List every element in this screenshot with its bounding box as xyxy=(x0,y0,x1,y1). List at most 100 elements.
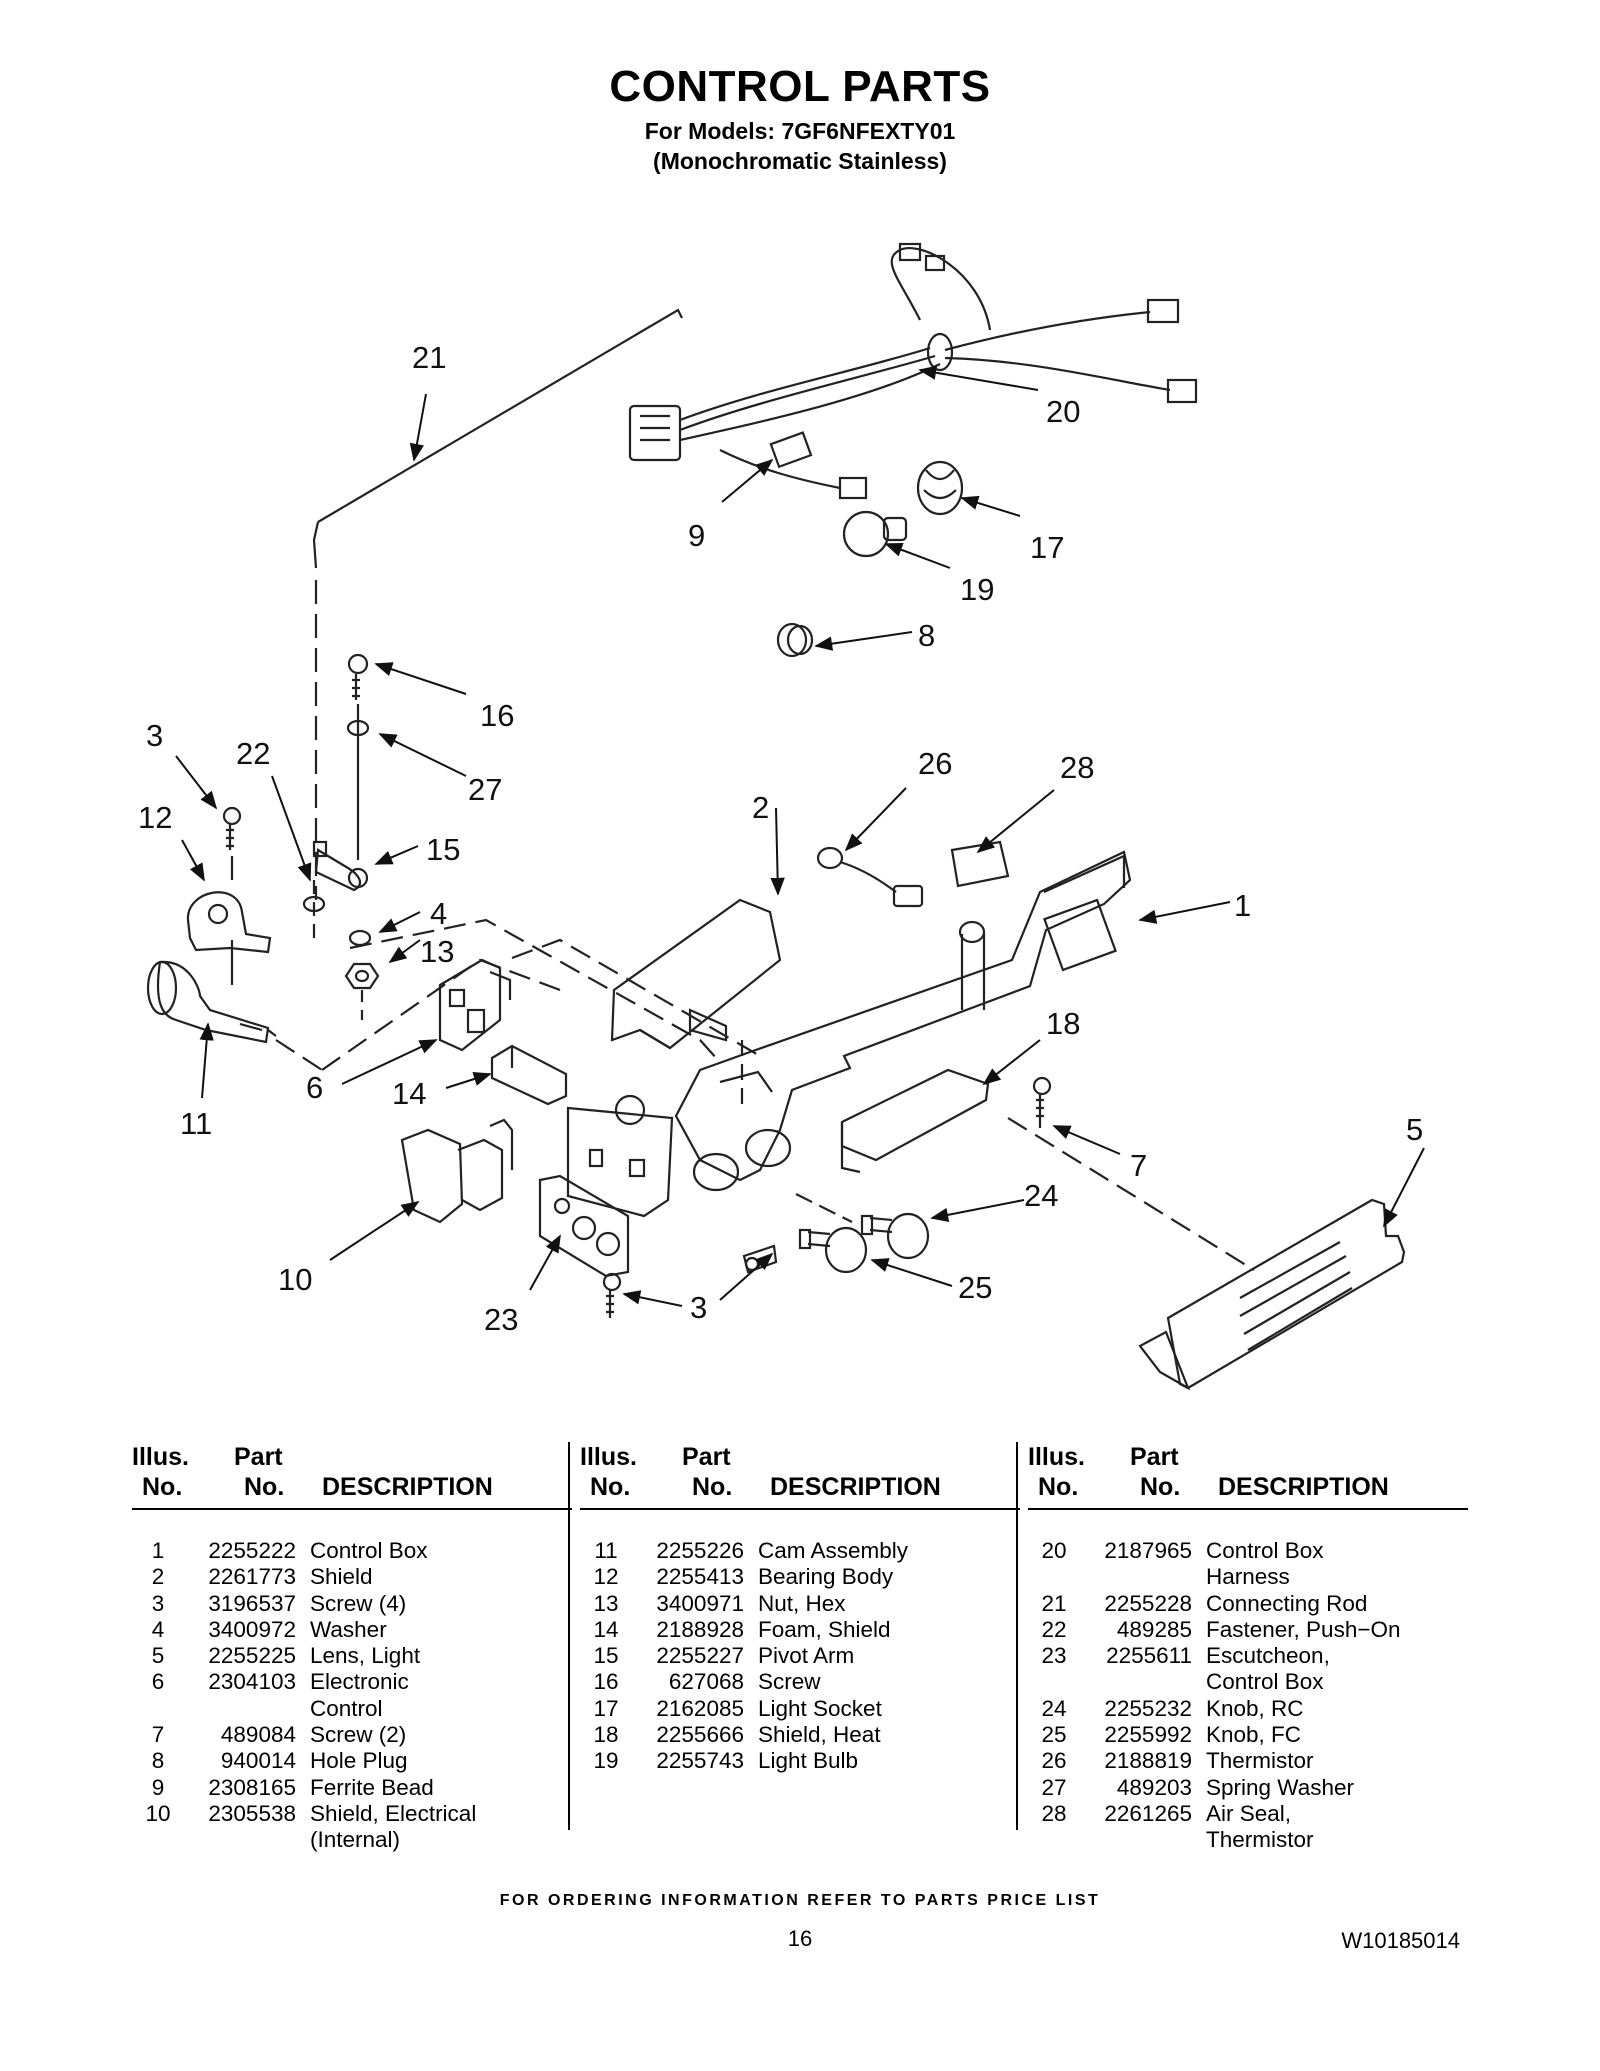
callout: 26 xyxy=(918,746,952,781)
knob-dashed-1 xyxy=(795,1193,853,1223)
callout: 20 xyxy=(1046,394,1080,429)
screw-3c-part xyxy=(742,1244,778,1274)
callout: 23 xyxy=(484,1302,518,1337)
table-header: Illus. No. Part No. DESCRIPTION xyxy=(580,1442,1020,1510)
callout: 13 xyxy=(420,934,454,969)
part-number: 489084 xyxy=(220,1722,296,1748)
part-description: Shield xyxy=(310,1564,373,1590)
part-description: (Internal) xyxy=(310,1827,401,1853)
callout: 10 xyxy=(278,1262,312,1297)
document-id: W10185014 xyxy=(1341,1928,1460,1953)
part-number: 2255666 xyxy=(656,1722,744,1748)
illus-number: 21 xyxy=(1041,1590,1067,1616)
part-description: Control Box xyxy=(1206,1669,1324,1695)
part-description: Screw (2) xyxy=(310,1722,407,1748)
column-divider xyxy=(568,1442,570,1830)
header-part-bottom: No. xyxy=(1140,1473,1181,1501)
table-header: Illus. No. Part No. DESCRIPTION xyxy=(132,1442,572,1510)
part-number: 3196537 xyxy=(208,1590,296,1616)
wire-harness-part xyxy=(628,242,1198,500)
callout: 25 xyxy=(958,1270,992,1305)
part-description: Knob, RC xyxy=(1206,1695,1304,1721)
part-number: 2261773 xyxy=(208,1564,296,1590)
ordering-note: FOR ORDERING INFORMATION REFER TO PARTS … xyxy=(499,1892,1101,1909)
part-description: Connecting Rod xyxy=(1206,1590,1368,1616)
part-description: Bearing Body xyxy=(758,1564,894,1590)
illus-number: 14 xyxy=(593,1616,619,1642)
hole-plug-part xyxy=(776,622,814,658)
part-number: 3400971 xyxy=(656,1590,744,1616)
part-description: Control xyxy=(310,1695,383,1721)
part-number: 2308165 xyxy=(208,1774,296,1800)
connecting-rod-part xyxy=(317,308,683,523)
illus-number: 13 xyxy=(593,1590,619,1616)
table-row: Control xyxy=(132,1696,572,1722)
control-outline-dashed-3 xyxy=(511,938,761,1057)
callout: 8 xyxy=(918,618,935,653)
header-description: DESCRIPTION xyxy=(322,1473,493,1501)
header-illus-top: Illus. xyxy=(580,1443,637,1471)
part-description: Control Box xyxy=(1206,1538,1324,1563)
illus-number: 18 xyxy=(593,1722,619,1748)
part-number: 489285 xyxy=(1116,1616,1192,1642)
part-description: Thermistor xyxy=(1206,1748,1314,1774)
part-description: Shield, Heat xyxy=(758,1722,881,1748)
illus-number: 8 xyxy=(151,1748,165,1774)
part-number: 2162085 xyxy=(656,1695,744,1721)
illus-number: 3 xyxy=(151,1590,165,1616)
illus-number: 6 xyxy=(151,1669,165,1695)
part-number: 2255232 xyxy=(1104,1695,1192,1721)
part-description: Ferrite Bead xyxy=(310,1774,434,1800)
illus-number: 20 xyxy=(1041,1538,1067,1563)
thermistor-part xyxy=(816,846,924,908)
part-description: Escutcheon, xyxy=(1206,1643,1330,1669)
shield-part xyxy=(610,898,782,1050)
illus-number: 7 xyxy=(151,1722,165,1748)
part-number: 2304103 xyxy=(208,1669,296,1695)
lens-dashed xyxy=(1007,1117,1255,1271)
callout: 12 xyxy=(138,800,172,835)
callout: 5 xyxy=(1406,1112,1423,1147)
callout: 6 xyxy=(306,1070,323,1105)
illus-number: 28 xyxy=(1041,1800,1067,1826)
part-description: Cam Assembly xyxy=(758,1538,909,1563)
table-header: Illus. No. Part No. DESCRIPTION xyxy=(1028,1442,1468,1510)
header-illus-bottom: No. xyxy=(590,1473,631,1501)
illus-number: 24 xyxy=(1041,1695,1067,1721)
part-number: 2255225 xyxy=(208,1643,296,1669)
illus-number: 4 xyxy=(151,1616,165,1642)
illus-number: 17 xyxy=(593,1695,619,1721)
part-description: Foam, Shield xyxy=(758,1616,891,1642)
cam-assembly-part xyxy=(146,960,277,1044)
part-number: 627068 xyxy=(668,1669,744,1695)
part-description: Spring Washer xyxy=(1206,1774,1354,1800)
part-number: 2188819 xyxy=(1104,1748,1192,1774)
callout: 14 xyxy=(392,1076,426,1111)
callout: 18 xyxy=(1046,1006,1080,1041)
foam-shield-part xyxy=(490,1044,568,1106)
spring-washer-part xyxy=(346,719,370,737)
table-row: 7 489084 Screw (2) xyxy=(132,1722,572,1748)
header-illus-bottom: No. xyxy=(142,1473,183,1501)
part-number: 2255743 xyxy=(656,1748,744,1774)
part-number: 2261265 xyxy=(1104,1800,1192,1826)
electrical-shield-part xyxy=(400,1118,514,1224)
part-description: Light Bulb xyxy=(758,1748,859,1774)
illus-number: 5 xyxy=(151,1643,165,1669)
